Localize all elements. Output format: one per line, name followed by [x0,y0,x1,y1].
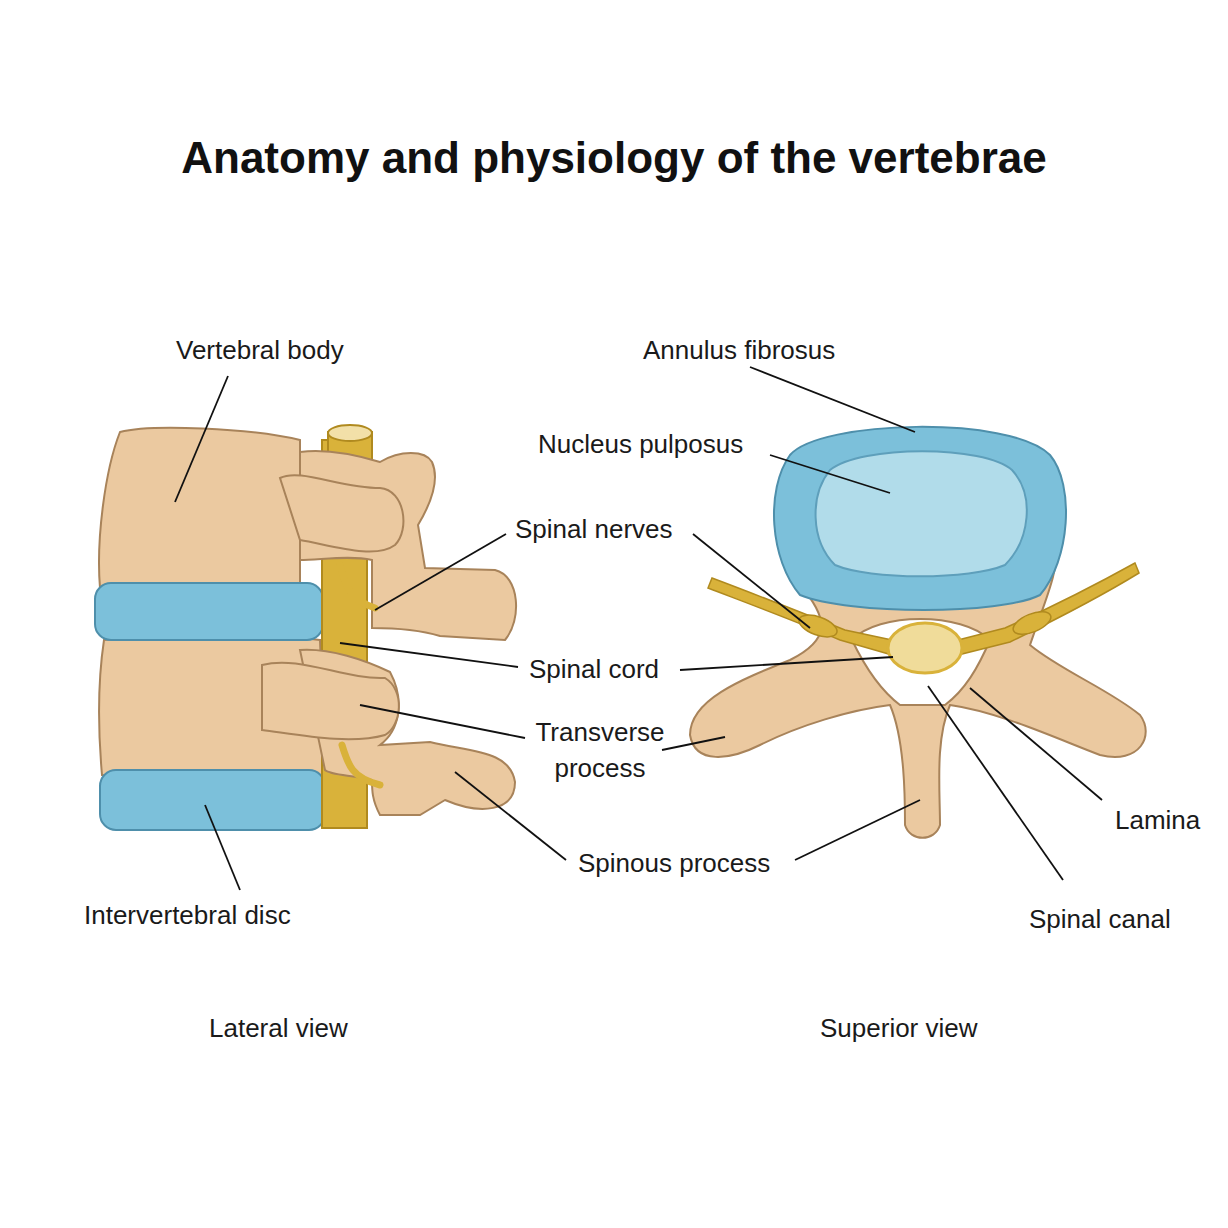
part-label: Spinal cord [529,651,659,687]
superior-view-drawing [690,427,1146,838]
view-caption: Superior view [820,1010,978,1046]
part-label: Spinous process [578,845,770,881]
part-label: Transverse process [515,714,685,786]
lateral-view-drawing [95,425,516,830]
diagram-title: Anatomy and physiology of the vertebrae [0,130,1228,186]
part-label: Nucleus pulposus [538,426,743,462]
view-caption: Lateral view [209,1010,348,1046]
leader-lines [175,367,1102,890]
part-label: Annulus fibrosus [643,332,835,368]
part-label: Vertebral body [176,332,344,368]
part-label: Lamina [1115,802,1200,838]
part-label: Spinal nerves [515,511,673,547]
part-label: Intervertebral disc [84,897,291,933]
part-label: Spinal canal [1029,901,1171,937]
